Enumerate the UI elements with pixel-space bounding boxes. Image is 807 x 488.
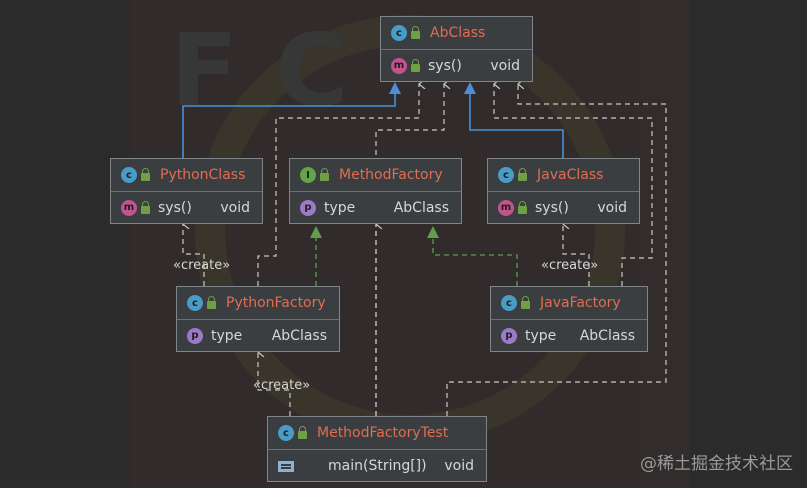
- dep-javafactory-abclass: [494, 84, 653, 286]
- member-name: sys(): [535, 199, 569, 216]
- class-header: c JavaClass: [488, 159, 639, 191]
- class-name: MethodFactory: [339, 167, 443, 183]
- member-type: AbClass: [393, 199, 449, 216]
- member-type: void: [597, 199, 627, 216]
- member-row: m sys() void: [111, 191, 262, 223]
- dependency-edges: [183, 84, 667, 416]
- class-name: MethodFactoryTest: [317, 425, 449, 441]
- class-name: JavaFactory: [540, 295, 621, 311]
- property-icon: p: [187, 327, 203, 344]
- member-type: void: [444, 457, 474, 474]
- dep-javafactory-javaclass: [563, 224, 590, 286]
- impl-head-python: [310, 226, 322, 238]
- lock-icon: [518, 200, 527, 214]
- class-icon: c: [187, 295, 203, 311]
- class-box-abclass[interactable]: c AbClass m sys() void: [380, 16, 533, 82]
- implementation-arrowheads: [310, 226, 439, 238]
- class-icon: c: [501, 295, 517, 311]
- interface-box-methodfactory[interactable]: I MethodFactory p type AbClass: [289, 158, 462, 224]
- property-icon: p: [501, 327, 517, 344]
- dep-pythonfactory-pythonclass: [183, 224, 205, 286]
- class-icon: c: [498, 167, 514, 183]
- member-type: void: [220, 199, 250, 216]
- dep-pythonfactory-abclass: [257, 84, 419, 286]
- member-row: m sys() void: [381, 49, 532, 81]
- class-header: c PythonFactory: [177, 287, 339, 319]
- class-box-pythonfactory[interactable]: c PythonFactory p type AbClass: [176, 286, 340, 352]
- class-icon: c: [391, 25, 407, 41]
- class-name: PythonFactory: [226, 295, 326, 311]
- member-name: type: [211, 327, 243, 344]
- class-icon: c: [121, 167, 137, 183]
- class-icon: c: [278, 425, 294, 441]
- create-label-python: «create»: [173, 258, 231, 273]
- class-header: c MethodFactoryTest: [268, 417, 486, 449]
- impl-head-java: [427, 226, 439, 238]
- lock-icon: [411, 26, 420, 39]
- method-icon: m: [121, 199, 137, 216]
- method-icon: m: [391, 57, 407, 74]
- lock-icon: [521, 296, 530, 309]
- member-row: p type AbClass: [177, 319, 339, 351]
- inherit-head-python: [389, 82, 401, 94]
- lock-icon: [298, 426, 307, 439]
- member-row: p type AbClass: [290, 191, 461, 223]
- main-method-icon: [278, 459, 296, 473]
- create-label-test: «create»: [253, 378, 311, 393]
- lock-icon: [207, 296, 216, 309]
- svg-text:F: F: [170, 12, 238, 129]
- dep-test-abclass-right: [446, 84, 667, 416]
- member-row: p type AbClass: [491, 319, 647, 351]
- implementation-edges: [315, 238, 518, 286]
- member-name: type: [324, 199, 356, 216]
- member-name: main(String[]): [328, 457, 427, 474]
- lock-icon: [141, 200, 150, 214]
- create-label-java: «create»: [541, 258, 599, 273]
- class-name: PythonClass: [160, 167, 246, 183]
- class-header: I MethodFactory: [290, 159, 461, 191]
- member-name: type: [525, 327, 557, 344]
- lock-icon: [411, 58, 420, 72]
- impl-javafactory: [432, 238, 518, 286]
- class-header: c PythonClass: [111, 159, 262, 191]
- svg-text:C: C: [275, 12, 348, 129]
- class-box-pythonclass[interactable]: c PythonClass m sys() void: [110, 158, 263, 224]
- member-name: sys(): [158, 199, 192, 216]
- lock-icon: [141, 168, 150, 181]
- inherit-javaclass: [469, 90, 564, 158]
- class-box-javafactory[interactable]: c JavaFactory p type AbClass: [490, 286, 648, 352]
- property-icon: p: [300, 199, 316, 216]
- member-type: AbClass: [271, 327, 327, 344]
- watermark: @稀土掘金技术社区: [640, 454, 793, 474]
- member-type: AbClass: [579, 327, 635, 344]
- member-type: void: [490, 57, 520, 74]
- method-icon: m: [498, 199, 514, 216]
- inheritance-edges: [182, 90, 564, 158]
- class-header: c AbClass: [381, 17, 532, 49]
- class-box-javaclass[interactable]: c JavaClass m sys() void: [487, 158, 640, 224]
- class-box-methodfactorytest[interactable]: c MethodFactoryTest main(String[]) void: [267, 416, 487, 482]
- interface-icon: I: [300, 167, 316, 183]
- lock-icon: [518, 168, 527, 181]
- class-name: AbClass: [430, 25, 486, 41]
- class-header: c JavaFactory: [491, 287, 647, 319]
- inherit-pythonclass: [182, 90, 396, 158]
- member-row: m sys() void: [488, 191, 639, 223]
- dep-test-abclass: [375, 84, 444, 416]
- inherit-head-java: [464, 82, 476, 94]
- lock-icon: [320, 168, 329, 181]
- member-row: main(String[]) void: [268, 449, 486, 481]
- inheritance-arrowheads: [389, 82, 476, 94]
- class-name: JavaClass: [537, 167, 604, 183]
- dep-test-pythonfactory: [258, 352, 291, 416]
- member-name: sys(): [428, 57, 462, 74]
